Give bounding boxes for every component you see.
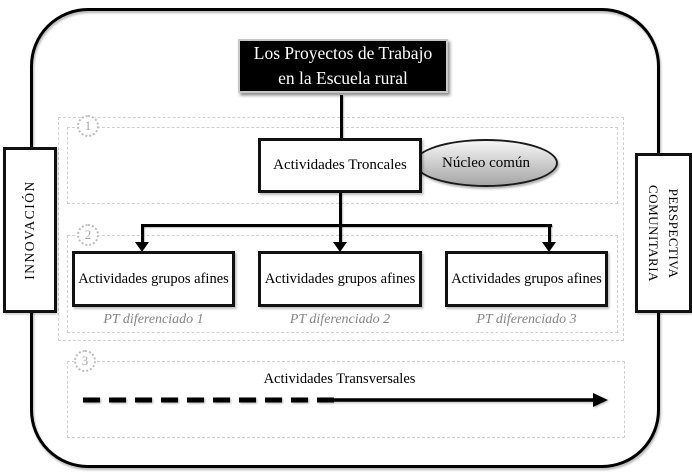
down-arrowhead-icon [135,242,149,252]
group-box-1-label: Actividades grupos afines [78,270,229,287]
down-arrowhead-icon [542,242,556,252]
pt-diferenciado-3-caption: PT diferenciado 3 [476,312,577,327]
connector-title-to-troncales [340,95,343,138]
nucleo-comun-ellipse: Núcleo común [414,139,558,187]
group-box-2: Actividades grupos afines [258,251,422,307]
branch-stub-3 [548,225,551,243]
title-line-1: Los Proyectos de Trabajo [253,43,433,64]
section-1-number-badge: 1 [77,115,99,137]
actividades-transversales-label: Actividades Transversales [263,371,416,387]
group-box-3: Actividades grupos afines [445,251,608,307]
branch-horizontal-line [141,224,552,227]
title-box: Los Proyectos de Trabajo en la Escuela r… [238,39,448,93]
pt-diferenciado-2-caption: PT diferenciado 2 [289,312,391,327]
pt-diferenciado-1-caption: PT diferenciado 1 [103,312,204,327]
down-arrowhead-icon [333,242,347,252]
section-1-number: 1 [84,118,92,133]
section-2-number: 2 [84,227,92,242]
section-2-panel [67,235,618,333]
branch-stub-1 [141,225,144,243]
perspectiva-comunitaria-label: PERSPECTIVA COMUNITARIA [644,185,683,282]
nucleo-comun-label: Núcleo común [442,154,530,171]
connector-troncales-to-branch [339,193,342,226]
actividades-troncales-box: Actividades Troncales [258,138,422,193]
section-3-number: 3 [81,353,89,368]
dashed-right-arrow-icon [83,393,608,407]
branch-stub-2 [339,225,342,243]
group-box-3-label: Actividades grupos afines [451,270,602,287]
perspectiva-line: PERSPECTIVA [666,188,681,278]
comunitaria-line: COMUNITARIA [646,184,662,282]
section-2-number-badge: 2 [77,224,99,246]
section-3-number-badge: 3 [74,350,96,372]
innovacion-label: INNOVACIÓN [22,180,38,280]
title-line-2: en la Escuela rural [278,68,408,88]
group-box-2-label: Actividades grupos afines [264,270,416,287]
group-box-1: Actividades grupos afines [72,251,235,307]
innovacion-label-box: INNOVACIÓN [3,147,57,313]
section-3-panel [67,361,625,438]
perspectiva-comunitaria-label-box: PERSPECTIVA COMUNITARIA [635,153,692,313]
actividades-troncales-label: Actividades Troncales [273,157,407,173]
